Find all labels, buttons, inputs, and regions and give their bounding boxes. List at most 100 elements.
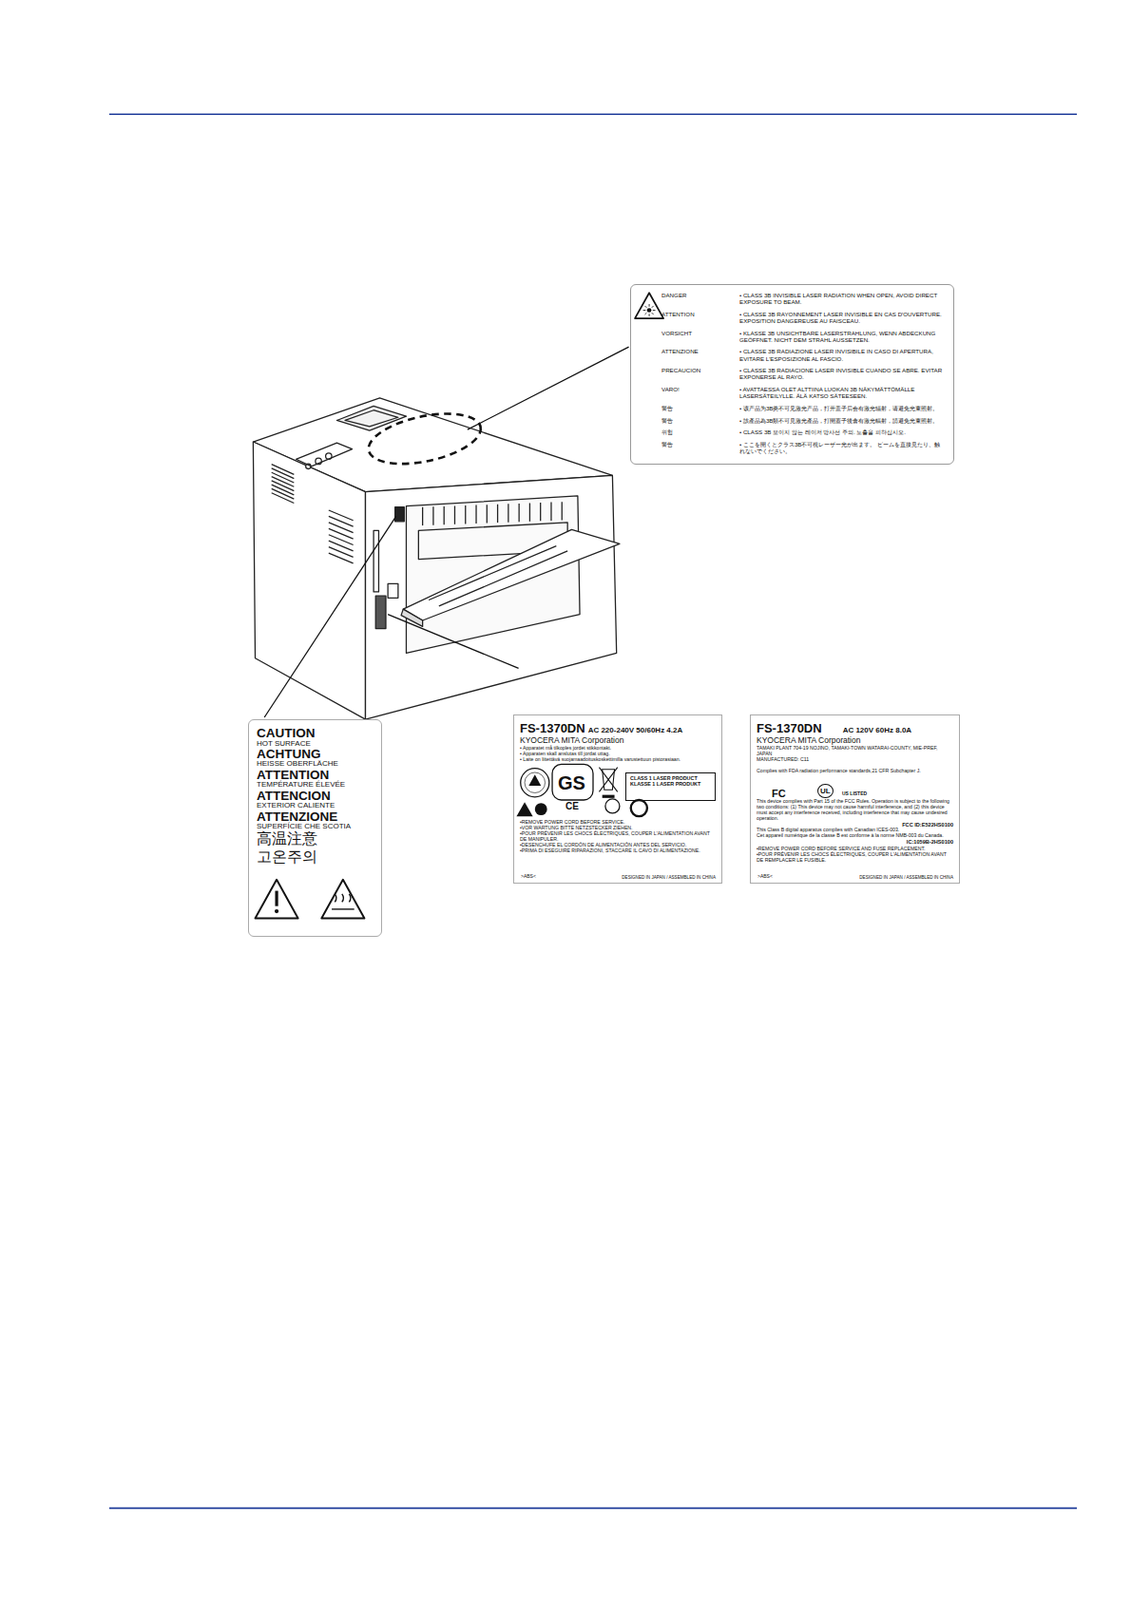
laser-ray: [645, 306, 648, 308]
label-text: 高温注意: [256, 830, 374, 848]
laser-warning-label: DANGER• CLASS 3B INVISIBLE LASER RADIATI…: [630, 284, 955, 465]
label-text: DANGER: [661, 291, 740, 309]
header-rule: [109, 113, 1077, 116]
label-text: TEMPÉRATURE ÉLEVÉE: [256, 781, 374, 789]
label-text: •POUR PRÉVENIR LES CHOCS ÉLECTRIQUES, CO…: [519, 831, 716, 844]
label-text: VORSICHT: [661, 329, 740, 347]
label-text: • AVATTAESSA OLET ALTTIINA LUOKAN 3B NÄK…: [739, 385, 946, 403]
rating-label-220v: FS-1370DNAC 220-240V 50/60Hz 4.2AKYOCERA…: [513, 714, 723, 884]
vent-slot: [328, 522, 354, 534]
label-text: GS: [557, 772, 586, 795]
label-text: • Laite on liitettävä suojamaadoituskosk…: [519, 757, 716, 764]
printer-illustration: [252, 398, 620, 720]
label-text: MANUFACTURED: C11: [756, 757, 954, 764]
door-rib: [529, 502, 531, 521]
label-text: KYOCERA MITA Corporation: [519, 736, 716, 747]
door-rib: [464, 505, 466, 524]
label-text: • 該產品為3B類不可見激光產品，打開蓋子後會有激光輻射，請避免光束照射。: [739, 417, 946, 428]
door-rib: [517, 503, 519, 522]
label-text: •POUR PRÉVENIR LES CHOCS ÉLECTRIQUES, CO…: [756, 852, 954, 864]
label-text: AC 120V 60Hz 8.0A: [843, 726, 912, 735]
label-text: Cet appareil numérique de la classe B es…: [756, 833, 954, 840]
door-rib: [539, 502, 541, 521]
label-text: US LISTED: [842, 791, 867, 798]
label-text: FS-1370DN: [756, 722, 823, 737]
label-text: ACHTUNG: [256, 747, 374, 762]
label-text: • CLASSE 3B RAYONNEMENT LASER INVISIBLE …: [739, 310, 946, 328]
label-text: HOT SURFACE: [256, 740, 374, 748]
door-rib: [432, 506, 434, 525]
label-text: • ここを開くとクラス3B不可視レーザー光が出ます。 ビームを直接見たり、触れな…: [739, 440, 946, 459]
leader-lines: [264, 346, 629, 718]
label-text: AC 220-240V 50/60Hz 4.2A: [588, 726, 684, 735]
label-text: ATTENCION: [256, 789, 374, 804]
label-text: 警告: [661, 404, 740, 416]
label-text: FS-1370DN: [519, 722, 586, 737]
label-text: 고온주의: [256, 848, 374, 866]
vent-slot: [328, 535, 354, 546]
label-text: This device complies with Part 15 of the…: [756, 799, 954, 823]
label-text: • CLASS 3B INVISIBLE LASER RADIATION WHE…: [739, 291, 946, 309]
door-rib: [475, 505, 477, 524]
label-text: >ABS<: [520, 874, 537, 881]
label-text: IC:1059B-2HS0100: [756, 839, 954, 845]
vent-slot: [328, 516, 354, 527]
door-rib: [497, 504, 499, 523]
label-text: ATTENZIONE: [661, 347, 740, 365]
label-text: KLASSE 1 LASER PRODUKT: [630, 781, 711, 787]
door-rib: [550, 502, 552, 521]
label-text: CLASS 1 LASER PRODUCT: [630, 775, 711, 782]
laser-ray: [645, 312, 648, 315]
vent-slot: [328, 547, 354, 558]
door-rib: [507, 503, 509, 522]
label-text: CAUTION: [256, 727, 374, 741]
label-text: • KLASSE 3B UNSICHTBARE LASERSTRAHLUNG, …: [739, 329, 946, 347]
caution-icons: [255, 880, 365, 920]
label-text: KYOCERA MITA Corporation: [756, 736, 954, 747]
vent-slot: [328, 528, 354, 539]
label-text: DESIGNED IN JAPAN / ASSEMBLED IN CHINA: [621, 875, 716, 881]
label-text: UL: [817, 784, 834, 799]
rating-label-120v: FS-1370DN AC 120V 60Hz 8.0AKYOCERA MITA C…: [749, 714, 960, 884]
door-rib: [561, 501, 563, 520]
label-text: • CLASSE 3B RADIAZIONE LASER INVISIBILE …: [739, 347, 946, 365]
label-text: HEISSE OBERFLÄCHE: [256, 760, 374, 768]
label-text: • 该产品为3B类不可见激光产品，打开盖子后会有激光辐射，请避免光束照射。: [739, 404, 946, 416]
door-rib: [443, 506, 445, 525]
laser-ray: [643, 309, 647, 311]
label-text: EXTERIOR CALIENTE: [256, 802, 374, 810]
label-text: 警告: [661, 417, 740, 428]
label-text: VARO!: [661, 385, 740, 403]
footer-rule: [109, 1508, 1077, 1511]
label-text: •PRIMA DI ESEGUIRE RIPARAZIONI, STACCARE…: [519, 848, 716, 855]
label-text: >ABS<: [757, 874, 773, 881]
hot-surface-label: CAUTIONHOT SURFACEACHTUNGHEISSE OBERFLÄC…: [248, 719, 383, 938]
vent-slot: [328, 540, 354, 552]
label-text: SUPERFÍCIE CHE SCOTIA: [256, 823, 374, 831]
label-text: Complies with FDA radiation performance …: [756, 768, 954, 775]
label-text: TAMAKI PLANT 704-19 NOJINO, TAMAKI-TOWN …: [756, 746, 954, 758]
label-text: ATTENTION: [256, 768, 374, 783]
vent-slot: [328, 510, 354, 521]
label-text: • CLASSE 3B RADIACIONE LASER INVISIBLE C…: [739, 366, 946, 384]
label-text: ATTENZIONE: [256, 810, 374, 825]
laser-ray: [649, 304, 651, 307]
vent-slot: [271, 493, 295, 504]
door-rib: [454, 505, 456, 524]
label-text: PRECAUCION: [661, 366, 740, 384]
label-text: 위험: [661, 428, 740, 440]
laser-ray: [649, 313, 651, 317]
laser-ray: [651, 306, 654, 308]
laser-class-box: CLASS 1 LASER PRODUCTKLASSE 1 LASER PROD…: [625, 772, 716, 802]
door-rib: [421, 507, 423, 526]
laser-warning-icon: [634, 292, 664, 319]
label-text: DESIGNED IN JAPAN / ASSEMBLED IN CHINA: [859, 875, 954, 881]
door-rib: [486, 504, 488, 523]
label-text: 警告: [661, 440, 740, 459]
laser-ray: [652, 309, 656, 311]
label-text: • CLASS 3B 보이지 않는 레이저 방사선 주의. 노출을 피하십시오.: [739, 428, 946, 440]
vent-slot: [328, 553, 354, 564]
label-text: CE: [565, 801, 579, 813]
laser-ray: [651, 312, 654, 315]
